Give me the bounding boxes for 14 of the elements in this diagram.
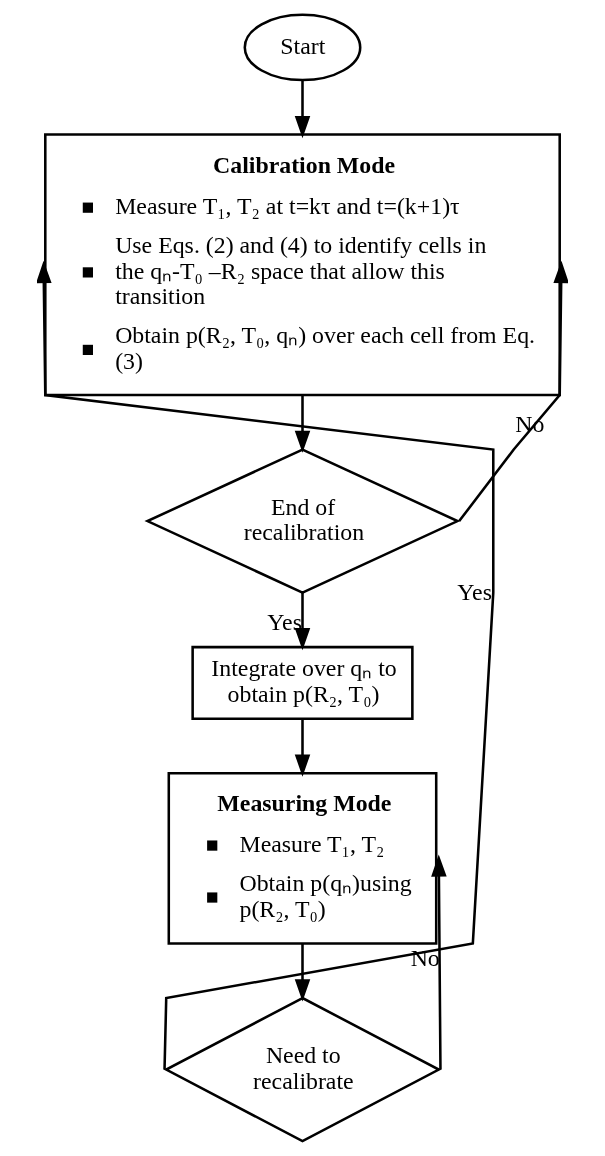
- node-box: Integrate over qₙ to obtain p(R₂, T₀): [191, 645, 414, 720]
- arrow: [294, 395, 311, 453]
- edge-label: Yes: [267, 608, 302, 635]
- arrow: [431, 854, 447, 1070]
- node-box: Measuring Mode Measure T₁, T₂ Obtain p(qₙ)using p(R₂, T₀): [167, 771, 438, 945]
- arrow: [294, 719, 311, 777]
- arrow: [294, 944, 311, 1002]
- arrow: [37, 260, 495, 1070]
- node-diamond: Need to recalibrate: [163, 996, 442, 1143]
- arrow: [294, 592, 311, 651]
- arrow: [458, 260, 568, 522]
- node-box: Calibration Mode Measure T₁, T₂ at t=kτ and t=(k+1)τ Use Eqs. (2) and (4) to identify cells in the qₙ-T₀ –R₂ space that allow this transition Obtain p(R₂, T₀, qₙ) over each cell from Eq. (3): [44, 133, 561, 397]
- node-ellipse: Start: [243, 13, 362, 82]
- arrow: [294, 80, 311, 139]
